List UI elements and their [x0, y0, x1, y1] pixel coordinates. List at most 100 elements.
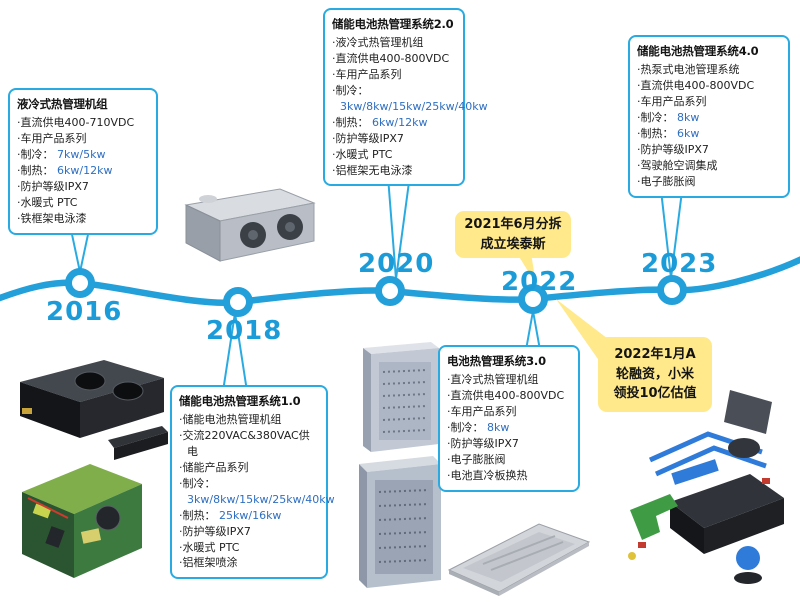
spec-text: ·电子膨胀阀 — [637, 174, 696, 188]
spec-line: ·防护等级IPX7 — [447, 436, 571, 452]
spec-text: ·制冷： — [179, 476, 216, 490]
product-photo-storage-cabinets — [359, 342, 441, 588]
spec-text: ·防护等级IPX7 — [332, 131, 404, 145]
spec-line: ·制冷： 7kw/5kw — [17, 147, 149, 163]
spec-text: ·直流供电400-800VDC — [637, 78, 755, 92]
spec-line: ·车用产品系列 — [447, 404, 571, 420]
spec-line: ·防护等级IPX7 — [179, 524, 319, 540]
timeline-node-2023 — [657, 275, 687, 305]
spec-text: ·制冷： — [17, 147, 54, 161]
spec-text: ·防护等级IPX7 — [447, 436, 519, 450]
spec-value: 7kw/5kw — [57, 147, 106, 161]
spec-text: ·防护等级IPX7 — [17, 179, 89, 193]
spec-text: ·电子膨胀阀 — [447, 452, 506, 466]
spec-line: ·制热： 6kw — [637, 126, 781, 142]
spec-line: ·水暖式 PTC — [332, 147, 456, 163]
spec-text: ·热泵式电池管理系统 — [637, 63, 740, 76]
spec-text: ·储能产品系列 — [179, 460, 249, 474]
spec-text: ·制冷： — [332, 83, 369, 97]
spec-text: ·车用产品系列 — [637, 94, 707, 108]
spec-text: ·制热： — [637, 126, 674, 140]
spec-text: ·水暖式 PTC — [179, 540, 240, 554]
callout-2020: 储能电池热管理系统2.0 ·液冷式热管理机组 ·直流供电400-800VDC ·… — [323, 8, 488, 187]
spec-text: ·驾驶舱空调集成 — [637, 158, 718, 172]
spec-line: ·制冷： 3kw/8kw/15kw/25kw/40kw — [332, 83, 488, 115]
spec-value: 6kw/12kw — [57, 163, 113, 177]
spec-line: ·铝框架喷涂 — [179, 555, 319, 571]
spec-text: ·水暖式 PTC — [332, 147, 393, 161]
year-label-2020: 2020 — [358, 249, 435, 279]
spec-line: ·车用产品系列 — [332, 67, 456, 83]
spec-text: ·铝框架无电泳漆 — [332, 163, 413, 177]
year-label-2022: 2022 — [501, 267, 578, 297]
spec-line: ·防护等级IPX7 — [332, 131, 456, 147]
spec-line: ·电池直冷板换热 — [447, 468, 571, 484]
spec-line: ·驾驶舱空调集成 — [637, 158, 781, 174]
spec-value: 6kw/12kw — [372, 115, 428, 129]
spec-text: ·直流供电400-800VDC — [447, 388, 565, 402]
spec-line: ·防护等级IPX7 — [637, 142, 781, 158]
spec-line: ·制冷： 3kw/8kw/15kw/25kw/40kw — [179, 476, 335, 508]
spec-text: ·制冷： — [637, 110, 674, 124]
spec-line: ·车用产品系列 — [637, 94, 781, 110]
spec-text: ·储能电池热管理机组 — [179, 413, 282, 426]
spec-value: 8kw — [677, 110, 700, 124]
spec-line: ·直流供电400-800VDC — [447, 388, 571, 404]
spec-value: 3kw/8kw/15kw/25kw/40kw — [340, 99, 488, 113]
spec-text: ·制热： — [179, 508, 216, 522]
spec-value: 3kw/8kw/15kw/25kw/40kw — [187, 492, 335, 506]
product-photo-open-chassis-green-unit — [22, 464, 142, 578]
timeline-node-2022 — [518, 284, 548, 314]
spec-line: ·储能产品系列 — [179, 460, 319, 476]
year-label-2023: 2023 — [641, 249, 718, 279]
timeline-node-2020 — [375, 276, 405, 306]
spec-line: ·制热： 25kw/16kw — [179, 508, 319, 524]
spec-line: ·直流供电400-800VDC — [637, 78, 781, 94]
callout-title: 电池热管理系统3.0 — [447, 354, 546, 368]
spec-line: ·交流220VAC&380VAC供电 — [179, 428, 319, 460]
spec-line: ·水暖式 PTC — [17, 195, 149, 211]
spec-text: ·制热： — [332, 115, 369, 129]
callout-2018: 储能电池热管理系统1.0 ·储能电池热管理机组 ·交流220VAC&380VAC… — [170, 385, 335, 580]
spec-line: ·制热： 6kw/12kw — [17, 163, 149, 179]
callout-title: 液冷式热管理机组 — [17, 97, 108, 111]
timeline-node-2016 — [65, 268, 95, 298]
spec-text: ·直冷式热管理机组 — [447, 373, 539, 386]
spec-line: ·铝框架无电泳漆 — [332, 163, 456, 179]
callout-title: 储能电池热管理系统4.0 — [637, 44, 759, 58]
spec-value: 25kw/16kw — [219, 508, 282, 522]
spec-line: ·电子膨胀阀 — [637, 174, 781, 190]
spec-text: ·防护等级IPX7 — [637, 142, 709, 156]
callout-2022: 电池热管理系统3.0 ·直冷式热管理机组 ·直流供电400-800VDC ·车用… — [438, 345, 580, 492]
spec-text: ·电池直冷板换热 — [447, 468, 528, 482]
spec-text: ·制热： — [17, 163, 54, 177]
spec-text: ·水暖式 PTC — [17, 195, 78, 209]
spec-text: ·制冷： — [447, 420, 484, 434]
spec-line: ·铁框架电泳漆 — [17, 211, 149, 227]
spec-text: ·直流供电400-800VDC — [332, 51, 450, 65]
product-photo-battery-cold-plate — [447, 523, 591, 596]
year-label-2016: 2016 — [46, 297, 123, 327]
spec-text: ·铝框架喷涂 — [179, 556, 238, 570]
spec-line: ·车用产品系列 — [17, 131, 149, 147]
spec-value: 6kw — [677, 126, 700, 140]
spec-line: ·热泵式电池管理系统 — [637, 62, 781, 78]
spec-line: ·直流供电400-710VDC — [17, 115, 149, 131]
spec-value: 8kw — [487, 420, 510, 434]
spec-text: ·铁框架电泳漆 — [17, 211, 87, 225]
spec-line: ·电子膨胀阀 — [447, 452, 571, 468]
spec-text: ·交流220VAC&380VAC供电 — [179, 428, 310, 458]
callout-2016: 液冷式热管理机组 ·直流供电400-710VDC ·车用产品系列 ·制冷： 7k… — [8, 88, 158, 235]
spec-text: ·防护等级IPX7 — [179, 524, 251, 538]
spec-text: ·车用产品系列 — [332, 67, 402, 81]
callout-title: 储能电池热管理系统2.0 — [332, 17, 454, 31]
spec-line: ·直冷式热管理机组 — [447, 372, 571, 388]
callout-title: 储能电池热管理系统1.0 — [179, 394, 301, 408]
spec-line: ·制冷： 8kw — [637, 110, 781, 126]
product-photo-black-hvac-unit — [20, 360, 168, 460]
spec-line: ·储能电池热管理机组 — [179, 412, 319, 428]
highlight-2022-funding: 2022年1月A 轮融资，小米 领投10亿估值 — [598, 337, 712, 412]
spec-line: ·水暖式 PTC — [179, 540, 319, 556]
spec-text: ·液冷式热管理机组 — [332, 36, 424, 49]
